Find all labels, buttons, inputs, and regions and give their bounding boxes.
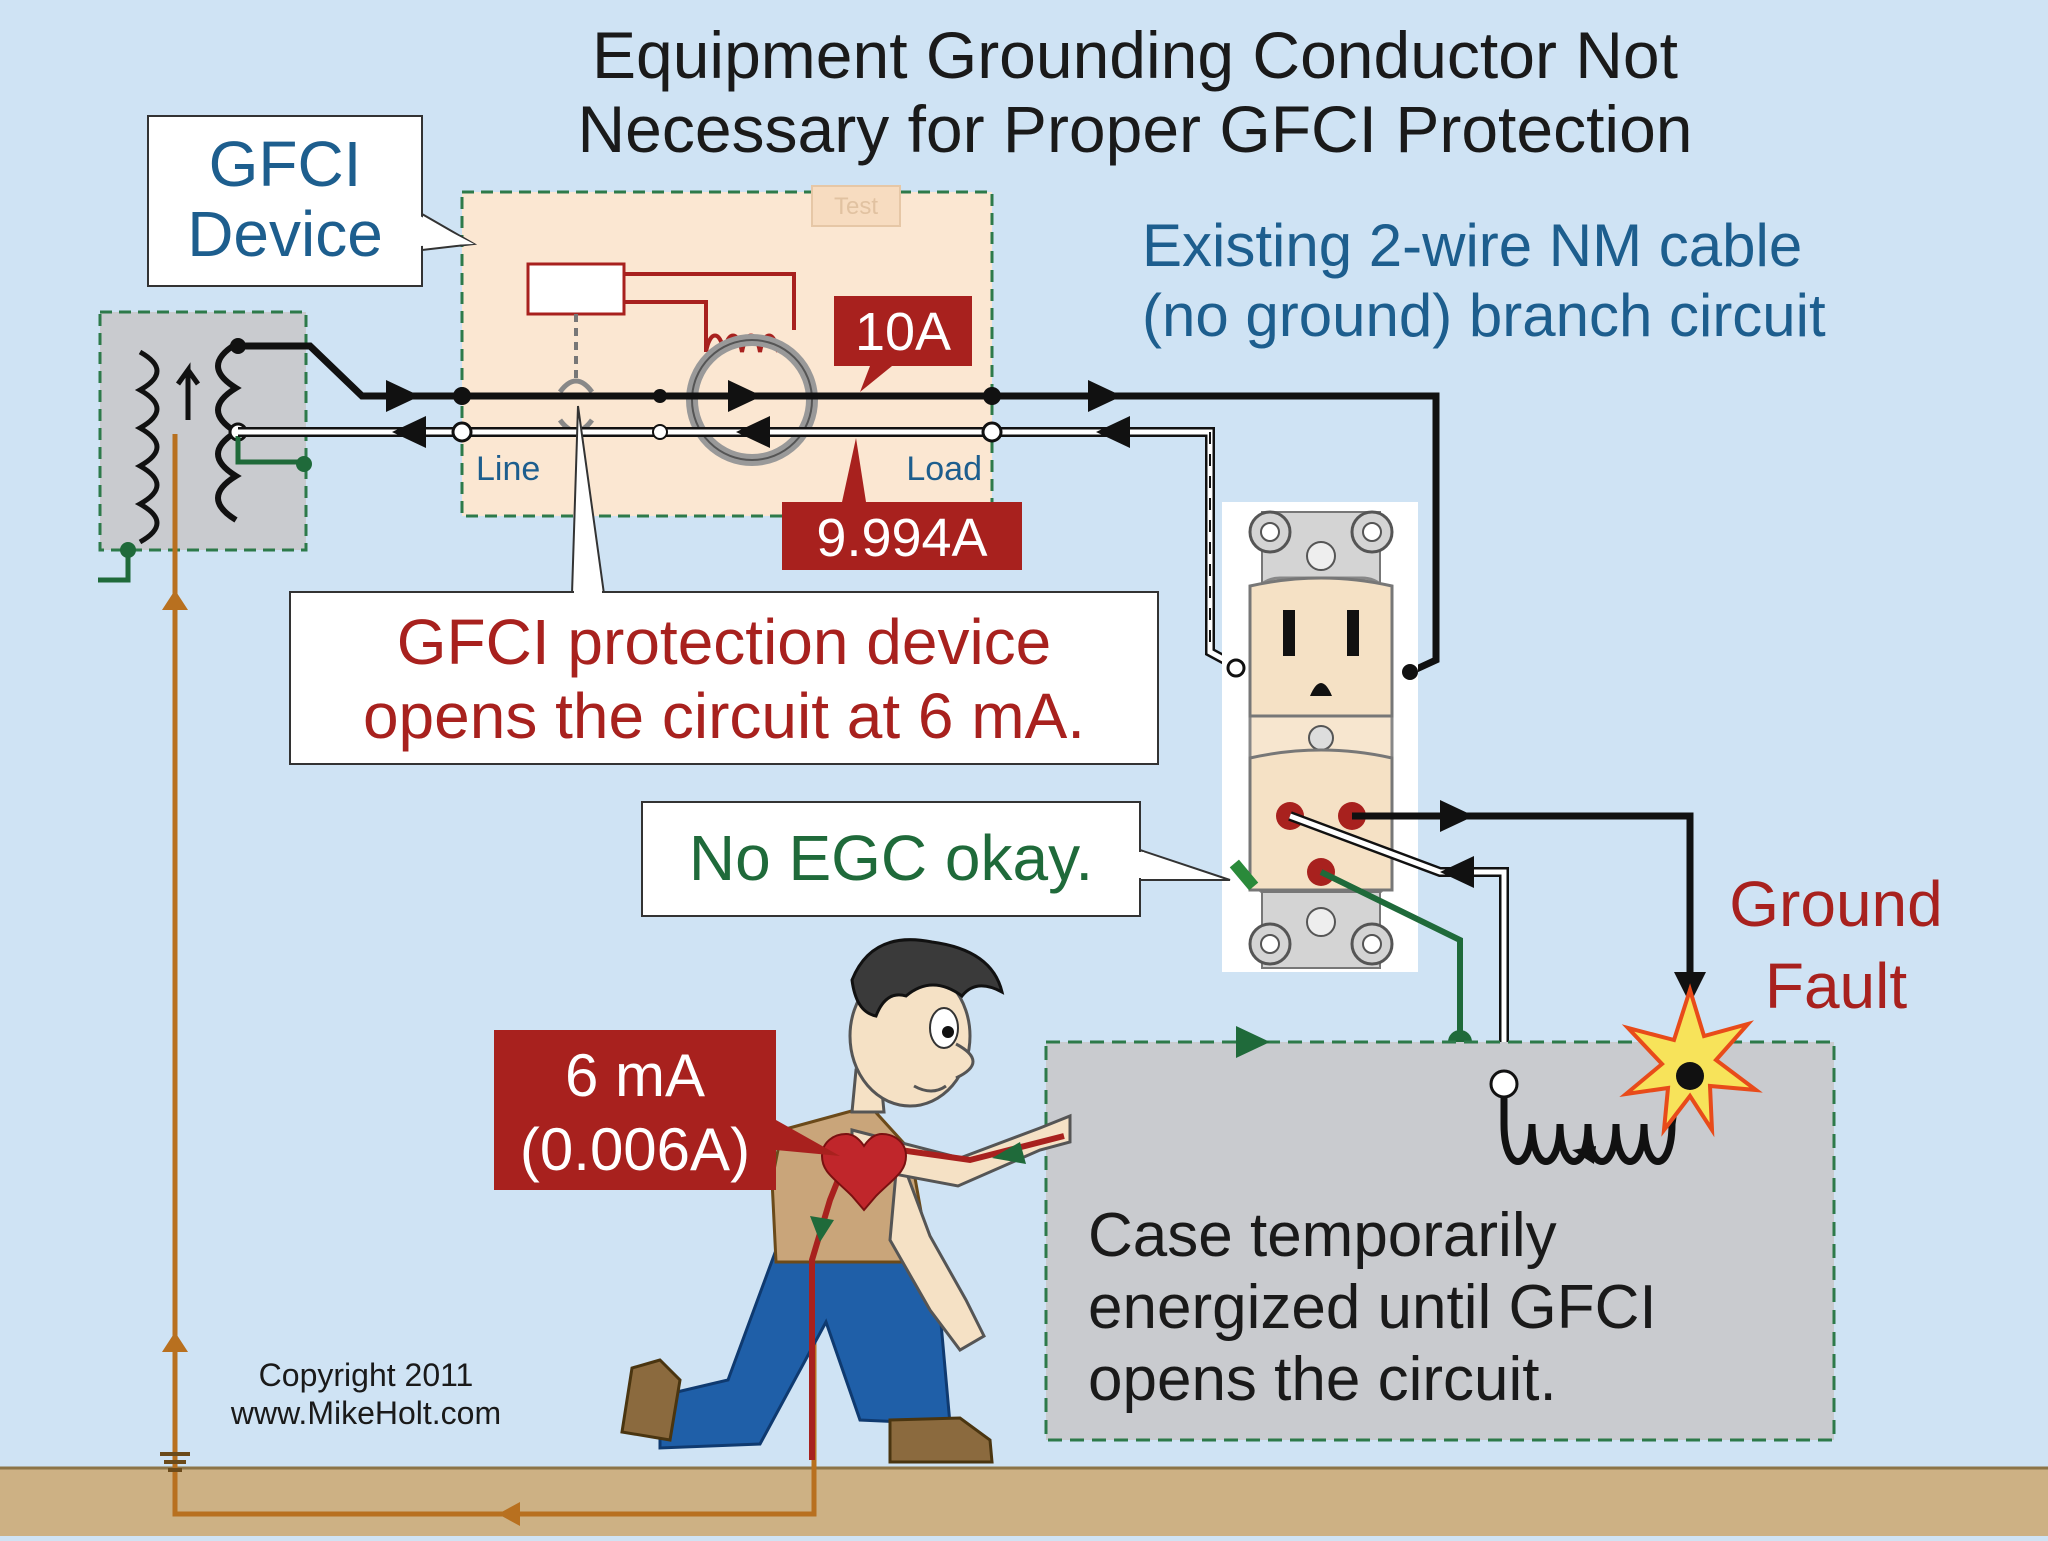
ground-fault-label-1: Ground <box>1729 868 1942 940</box>
body-current-badge: 6 mA (0.006A) <box>494 1030 840 1190</box>
title-line-1: Equipment Grounding Conductor Not <box>592 18 1678 92</box>
receptacle <box>1222 502 1418 972</box>
gfci-note-1: GFCI protection device <box>397 606 1052 678</box>
title-line-2: Necessary for Proper GFCI Protection <box>577 92 1692 166</box>
person-figure <box>620 938 1072 1464</box>
current-load-value: 9.994A <box>816 508 987 568</box>
gfci-device-label-1: GFCI <box>209 128 362 200</box>
transformer <box>98 310 312 583</box>
case-note-2: energized until GFCI <box>1088 1273 1657 1342</box>
load-wires <box>1288 800 1706 1084</box>
cable-label-2: (no ground) branch circuit <box>1142 282 1826 349</box>
equipment-case: Case temporarily energized until GFCI op… <box>1044 983 1836 1442</box>
body-current-1: 6 mA <box>565 1042 705 1109</box>
no-egc-text: No EGC okay. <box>689 822 1093 894</box>
case-note-1: Case temporarily <box>1088 1201 1557 1270</box>
load-label: Load <box>906 450 982 488</box>
cable-label-1: Existing 2-wire NM cable <box>1142 212 1802 279</box>
current-line-badge: 10A <box>834 296 972 392</box>
gfci-device-callout: GFCI Device <box>147 115 478 287</box>
current-load-badge: 9.994A <box>782 438 1022 570</box>
gfci-device-label-2: Device <box>187 198 383 270</box>
line-label: Line <box>476 450 540 488</box>
copyright-2: www.MikeHolt.com <box>230 1395 501 1431</box>
gfci-panel: Test Line Load <box>460 185 994 518</box>
hot-conductor <box>238 342 1440 676</box>
case-note-3: opens the circuit. <box>1088 1345 1557 1414</box>
ground-fault-label-2: Fault <box>1765 950 1908 1022</box>
body-current-2: (0.006A) <box>520 1116 750 1183</box>
current-line-value: 10A <box>855 302 951 362</box>
test-button-label: Test <box>834 193 878 220</box>
floor <box>0 1468 2048 1536</box>
gfci-note-2: opens the circuit at 6 mA. <box>363 680 1085 752</box>
gfci-protection-callout: GFCI protection device opens the circuit… <box>289 405 1159 765</box>
no-egc-callout: No EGC okay. <box>641 801 1231 917</box>
copyright-1: Copyright 2011 <box>259 1357 474 1393</box>
